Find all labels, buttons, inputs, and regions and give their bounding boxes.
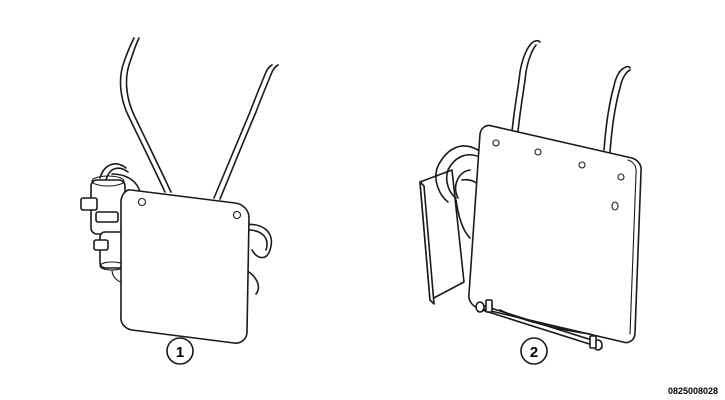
callout-1-label: 1 <box>176 344 184 361</box>
figure-code: 0825008028 <box>668 386 718 396</box>
view-2-mounting-wires <box>511 39 631 153</box>
view-1-panel <box>120 189 250 344</box>
callout-2-label: 2 <box>530 344 538 361</box>
view-1-mounting-wires <box>119 37 279 200</box>
view-2-bottom-rod <box>475 299 603 351</box>
view-2-panel <box>468 124 642 344</box>
view-2-assembly: 2 <box>419 39 642 365</box>
callout-1: 1 <box>166 337 194 365</box>
view-2-bracket-plate <box>419 169 465 305</box>
callout-2: 2 <box>520 337 548 365</box>
view-1-assembly: 1 <box>80 37 279 365</box>
